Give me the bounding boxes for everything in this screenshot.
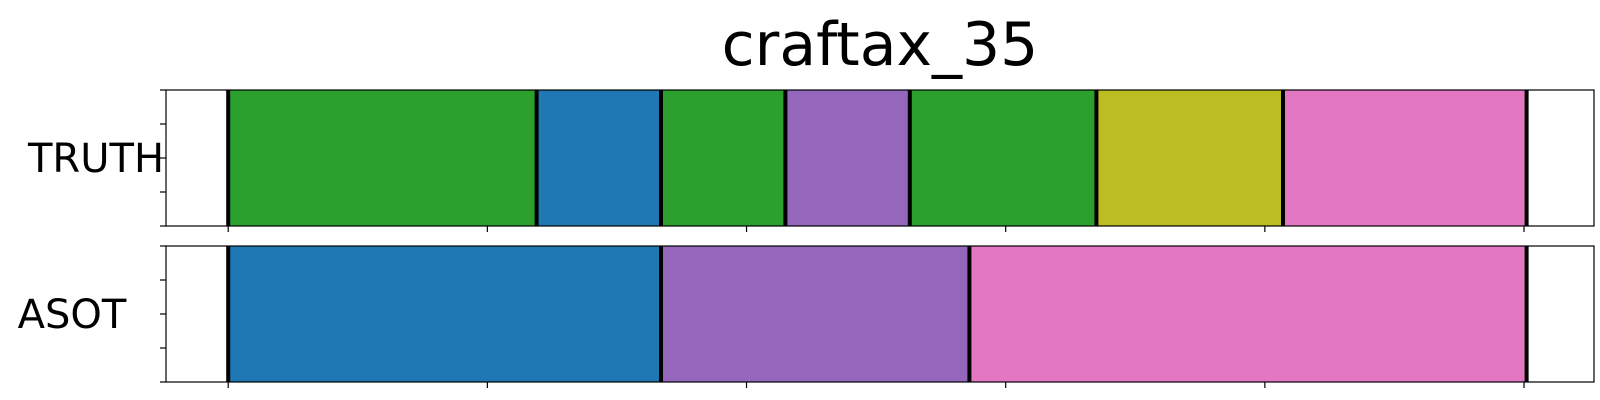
segment-asot-0 — [228, 246, 662, 382]
segment-truth-1 — [536, 90, 662, 226]
segment-truth-0 — [228, 90, 537, 226]
segment-truth-3 — [785, 90, 910, 226]
segment-asot-2 — [969, 246, 1527, 382]
segment-asot-1 — [661, 246, 970, 382]
row-label-truth: TRUTH — [27, 136, 164, 182]
chart-title: craftax_35 — [722, 10, 1039, 80]
row-truth: TRUTH — [27, 89, 1595, 232]
row-asot: ASOT — [18, 245, 1595, 388]
row-label-asot: ASOT — [18, 292, 127, 338]
segment-truth-6 — [1283, 90, 1527, 226]
segment-truth-4 — [909, 90, 1097, 226]
segment-truth-2 — [661, 90, 786, 226]
chart-rows: TRUTH ASOT — [18, 89, 1595, 388]
segment-truth-5 — [1096, 90, 1284, 226]
